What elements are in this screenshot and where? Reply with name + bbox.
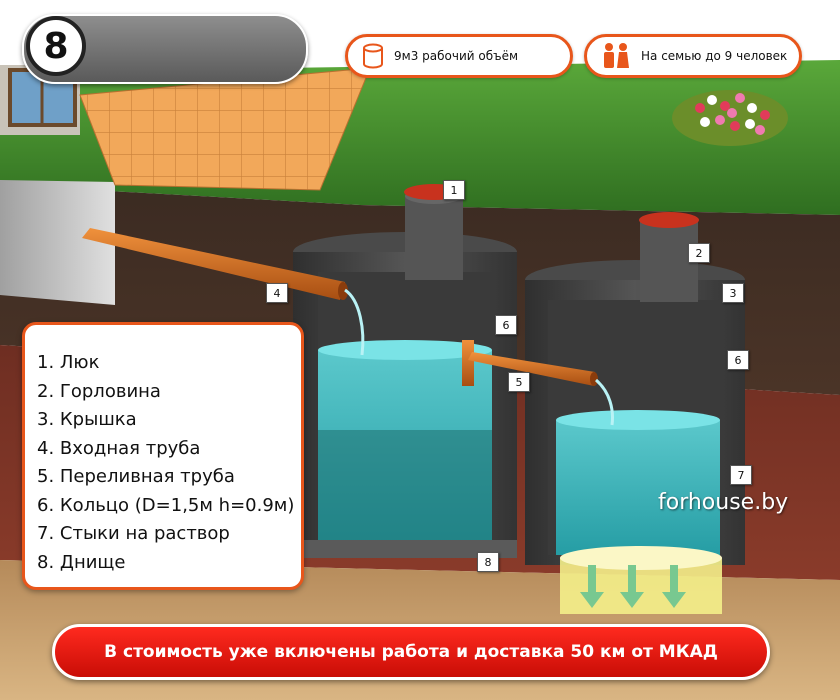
legend-item: 2. Горловина <box>37 380 161 402</box>
legend-item: 4. Входная труба <box>37 437 201 459</box>
price-banner-text: В стоимость уже включены работа и достав… <box>104 642 718 662</box>
legend-item: 8. Днище <box>37 551 126 573</box>
legend-item: 5. Переливная труба <box>37 466 235 487</box>
manhole-hatch <box>639 212 699 228</box>
cylinder-icon <box>362 43 384 69</box>
tank-neck <box>405 196 463 280</box>
water-level <box>556 420 720 555</box>
callout-hatch: 1 <box>443 180 465 200</box>
callout-lid: 3 <box>722 283 744 303</box>
family-text: На семью до 9 человек <box>641 49 788 63</box>
tank-secondary <box>525 212 745 565</box>
legend-item: 3. Крышка <box>37 409 137 430</box>
callout-overflow-pipe: 5 <box>508 372 530 392</box>
callout-ring: 6 <box>495 315 517 335</box>
volume-text: 9м3 рабочий объём <box>394 49 519 63</box>
overflow-pipe <box>462 340 614 426</box>
callout-neck: 2 <box>688 243 710 263</box>
callout-joints: 7 <box>730 465 752 485</box>
legend-item: 6. Кольцо (D=1,5м h=0.9м) <box>37 494 295 516</box>
inlet-pipe <box>82 228 365 356</box>
family-icon <box>601 42 631 70</box>
tank-bottom <box>293 540 517 558</box>
callout-ring-2: 6 <box>727 350 749 370</box>
filtration-bed <box>560 546 722 614</box>
flowers <box>695 93 770 135</box>
flowerbed <box>672 90 788 146</box>
callout-bottom: 8 <box>477 552 499 572</box>
callout-inlet-pipe: 4 <box>266 283 288 303</box>
site-watermark: forhouse.by <box>658 490 789 515</box>
legend-panel: 1. Люк 2. Горловина 3. Крышка 4. Входная… <box>22 322 304 590</box>
price-banner: В стоимость уже включены работа и достав… <box>52 624 770 680</box>
house-foundation <box>0 180 115 305</box>
legend-item: 1. Люк <box>37 352 100 373</box>
sediment <box>318 430 492 540</box>
legend-item: 7. Стыки на раствор <box>37 523 230 544</box>
family-feature: На семью до 9 человек <box>584 34 802 78</box>
volume-feature: 9м3 рабочий объём <box>345 34 573 78</box>
section-number: 8 <box>26 16 86 76</box>
tank-primary <box>293 184 517 558</box>
